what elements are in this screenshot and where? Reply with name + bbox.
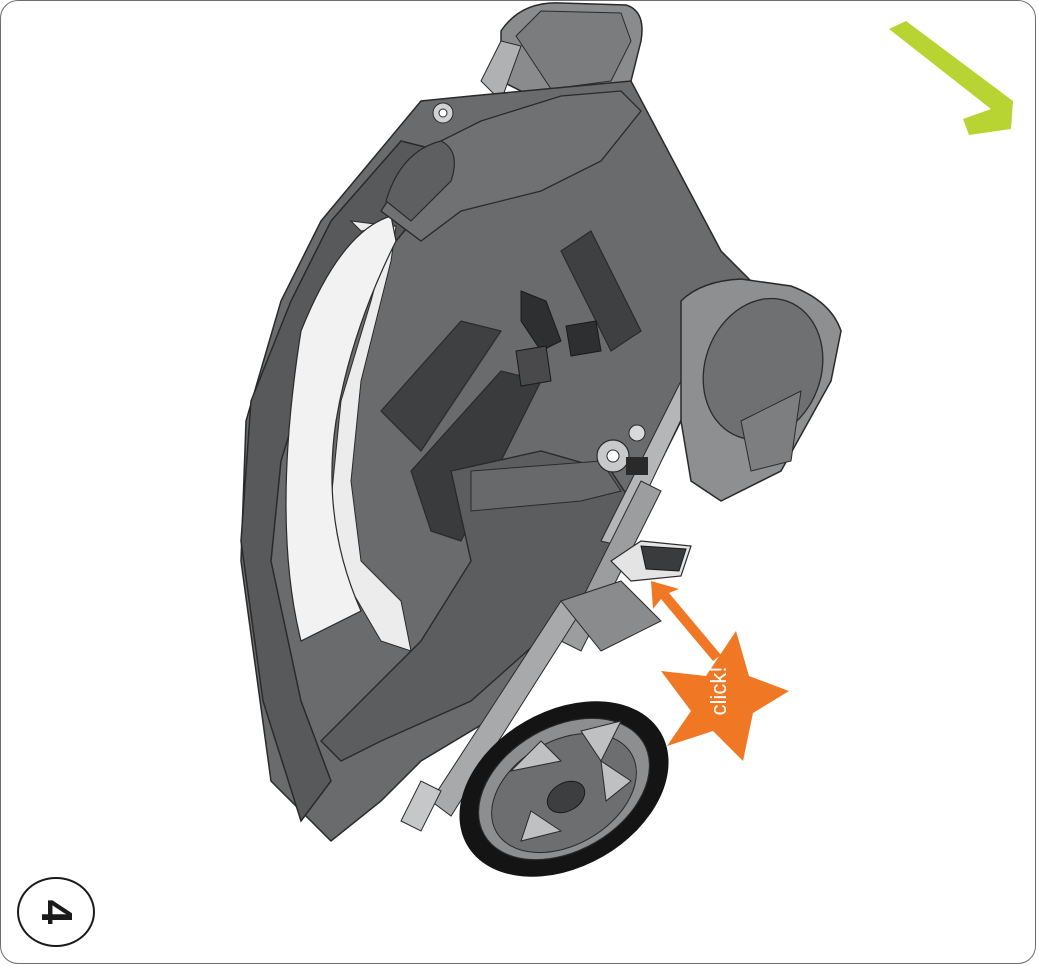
next-page-chevron-icon: [889, 21, 1013, 135]
click-callout-text: click!: [707, 661, 731, 721]
step-number-badge: 4: [17, 877, 95, 947]
step-number: 4: [34, 900, 78, 924]
